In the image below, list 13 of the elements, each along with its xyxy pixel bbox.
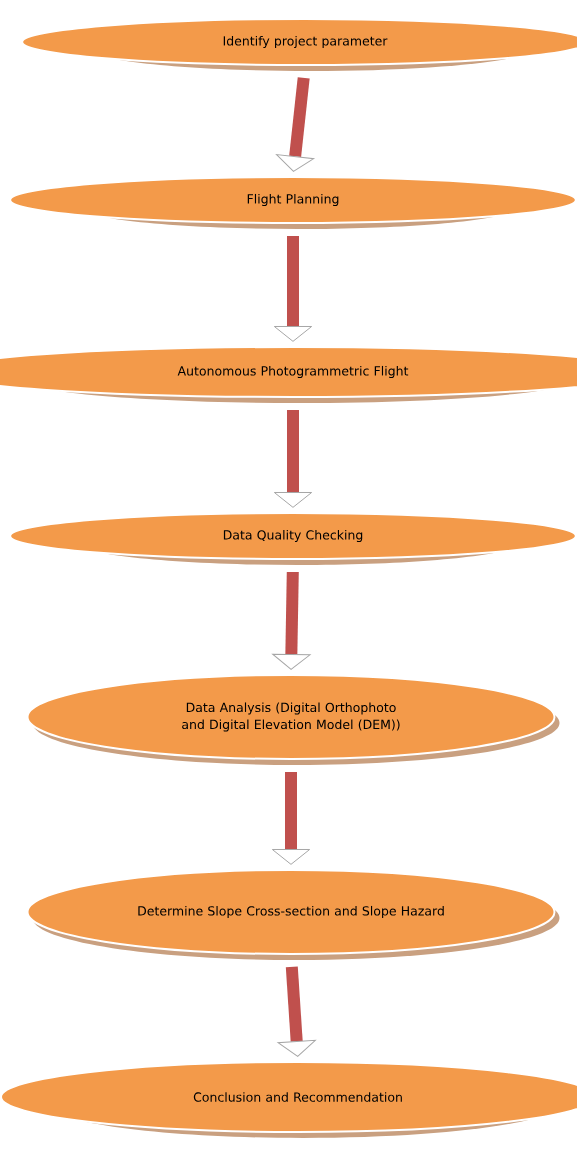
arrow — [276, 77, 315, 172]
process-oval: Data Analysis (Digital Orthophoto and Digital Elevation Model (DEM)) — [26, 674, 560, 765]
process-oval: Determine Slope Cross-section and Slope Hazard — [26, 869, 560, 960]
arrow — [273, 410, 313, 508]
arrow — [273, 236, 313, 342]
process-oval: Flight Planning — [9, 176, 577, 229]
process-oval: Autonomous Photogrammetric Flight — [0, 346, 577, 403]
process-oval: Data Quality Checking — [9, 512, 577, 565]
process-oval: Identify project parameter — [21, 18, 577, 71]
process-oval: Conclusion and Recommendation — [0, 1061, 577, 1138]
arrow — [277, 966, 316, 1057]
arrow — [271, 772, 311, 865]
arrow — [272, 571, 311, 670]
